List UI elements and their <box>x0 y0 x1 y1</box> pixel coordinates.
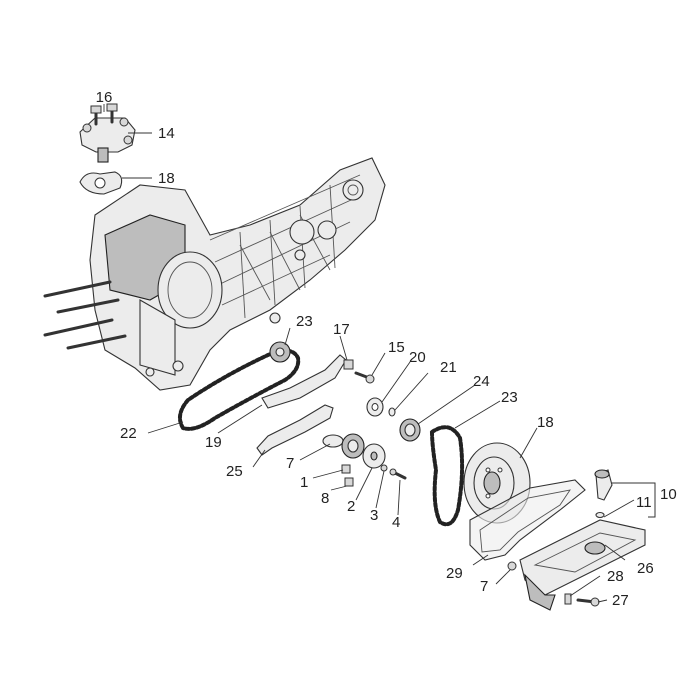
pulley-18 <box>463 442 531 524</box>
gasket-18-top <box>79 171 123 195</box>
oil-pump-assembly <box>322 433 407 487</box>
callout-3: 3 <box>370 507 378 524</box>
callout-23-right: 23 <box>501 389 518 406</box>
callout-7-lower: 7 <box>480 578 488 595</box>
callout-16: 16 <box>96 89 113 106</box>
callout-17: 17 <box>333 321 350 338</box>
pin-21 <box>388 407 396 417</box>
callout-18-right: 18 <box>537 414 554 431</box>
cylinder-studs <box>43 280 127 350</box>
callout-25: 25 <box>226 463 243 480</box>
washer-28 <box>564 593 572 605</box>
chain-tensioner-19 <box>261 354 347 409</box>
callout-1: 1 <box>300 474 308 491</box>
cover-14 <box>79 117 136 163</box>
crankcase-housing <box>89 157 386 391</box>
washer-20 <box>366 397 384 417</box>
callout-23-upper: 23 <box>296 313 313 330</box>
callout-7-upper: 7 <box>286 455 294 472</box>
callout-29: 29 <box>446 565 463 582</box>
chain-23-right <box>429 425 465 527</box>
timing-chain-22 <box>177 348 301 431</box>
callout-26: 26 <box>637 560 654 577</box>
sprocket-23-upper <box>269 341 291 363</box>
o-ring-11 <box>595 511 605 519</box>
callout-2: 2 <box>347 498 355 515</box>
bolts-16 <box>90 103 118 126</box>
callout-labels: 16 14 18 23 17 15 20 21 24 23 18 22 19 2… <box>96 89 677 609</box>
callout-27: 27 <box>612 592 629 609</box>
callout-bracket-10-11 <box>648 482 656 518</box>
bolt-17 <box>343 359 354 370</box>
dipstick-10 <box>594 469 613 501</box>
callout-18-top: 18 <box>158 170 175 187</box>
callout-24: 24 <box>473 373 490 390</box>
callout-22: 22 <box>120 425 137 442</box>
part-7-lower <box>507 561 517 571</box>
callout-21: 21 <box>440 359 457 376</box>
drain-bolt-27 <box>576 597 600 607</box>
callout-15: 15 <box>388 339 405 356</box>
callout-14: 14 <box>158 125 175 142</box>
oil-sump-26 <box>519 519 646 611</box>
leader-lines <box>103 104 648 603</box>
callout-4: 4 <box>392 514 400 531</box>
callout-28: 28 <box>607 568 624 585</box>
chain-guide-25 <box>256 404 334 456</box>
callout-10: 10 <box>660 486 677 503</box>
callout-11: 11 <box>636 494 652 511</box>
gasket-29 <box>469 479 586 561</box>
bolt-15 <box>354 371 375 384</box>
callout-19: 19 <box>205 434 222 451</box>
callout-20: 20 <box>409 349 426 366</box>
callout-8: 8 <box>321 490 329 507</box>
sprocket-24 <box>399 418 421 442</box>
